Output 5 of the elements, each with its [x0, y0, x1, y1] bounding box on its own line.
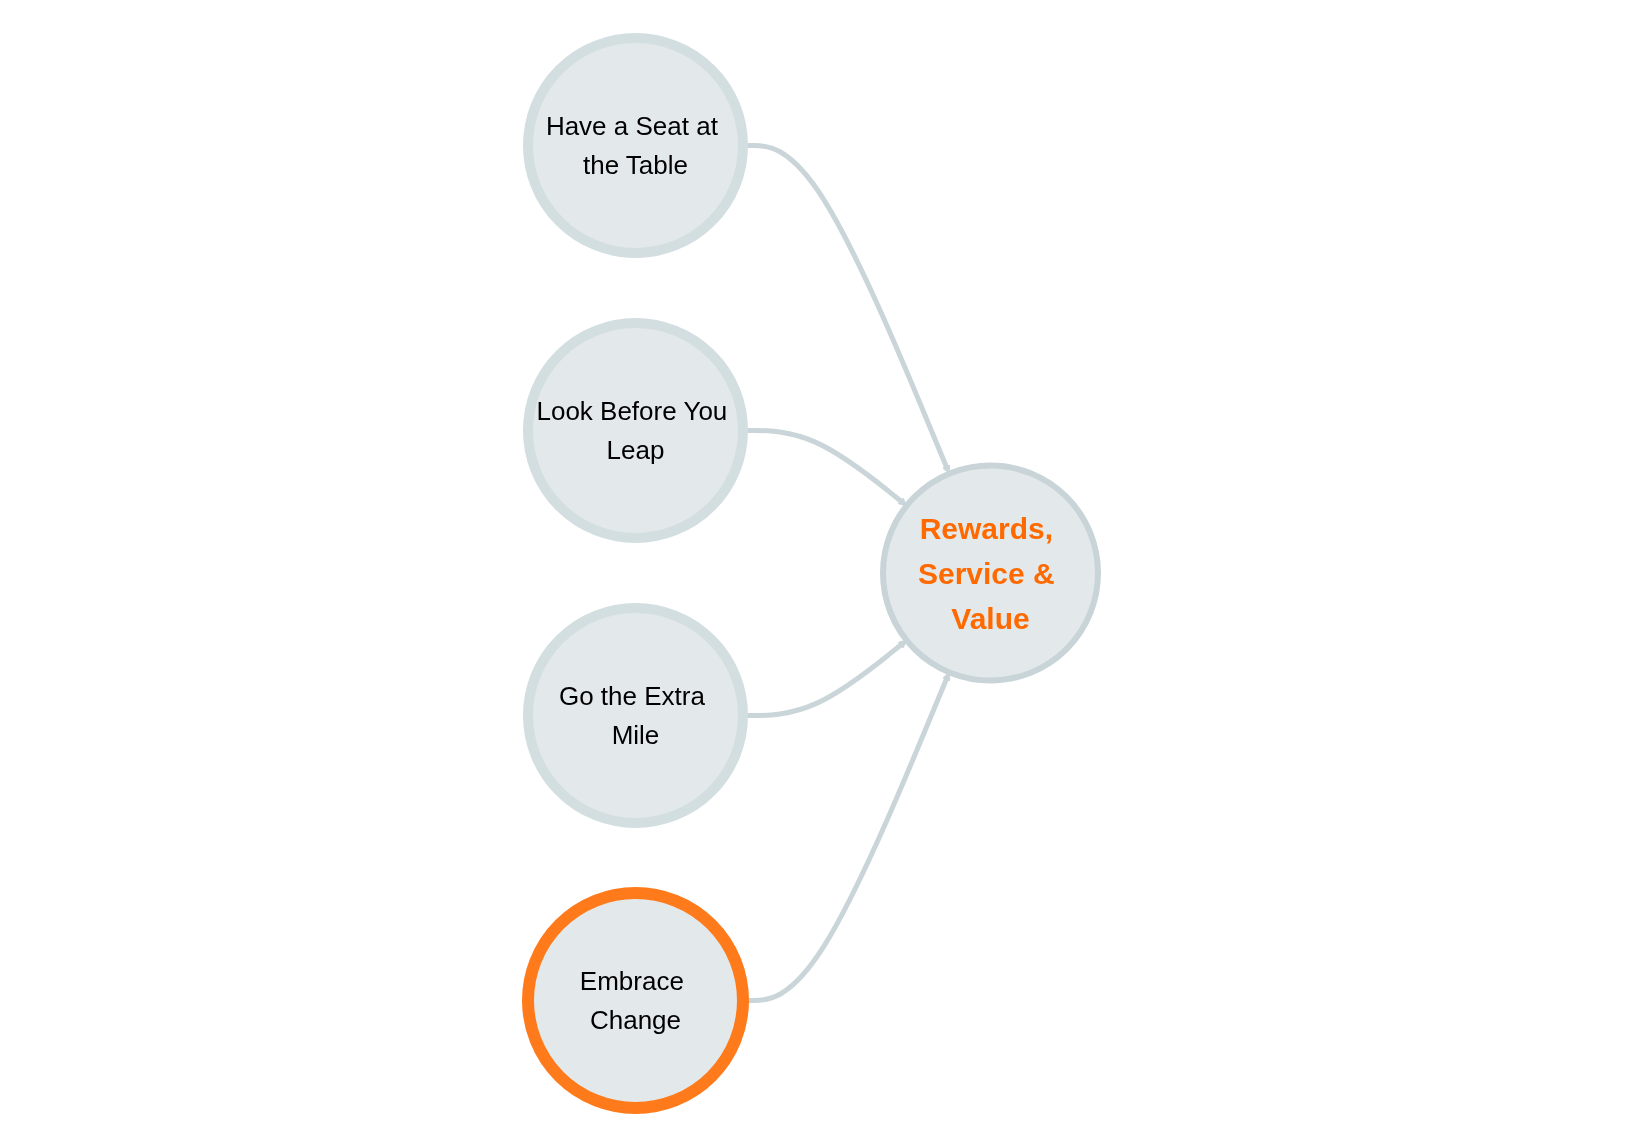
node-circle: Go the Extra Mile	[523, 603, 748, 828]
node-circle: Have a Seat at the Table	[523, 33, 748, 258]
node-circle: Rewards, Service & Value	[880, 462, 1101, 684]
node-circle: Embrace Change	[522, 887, 749, 1114]
node-circle: Look Before You Leap	[523, 318, 748, 543]
